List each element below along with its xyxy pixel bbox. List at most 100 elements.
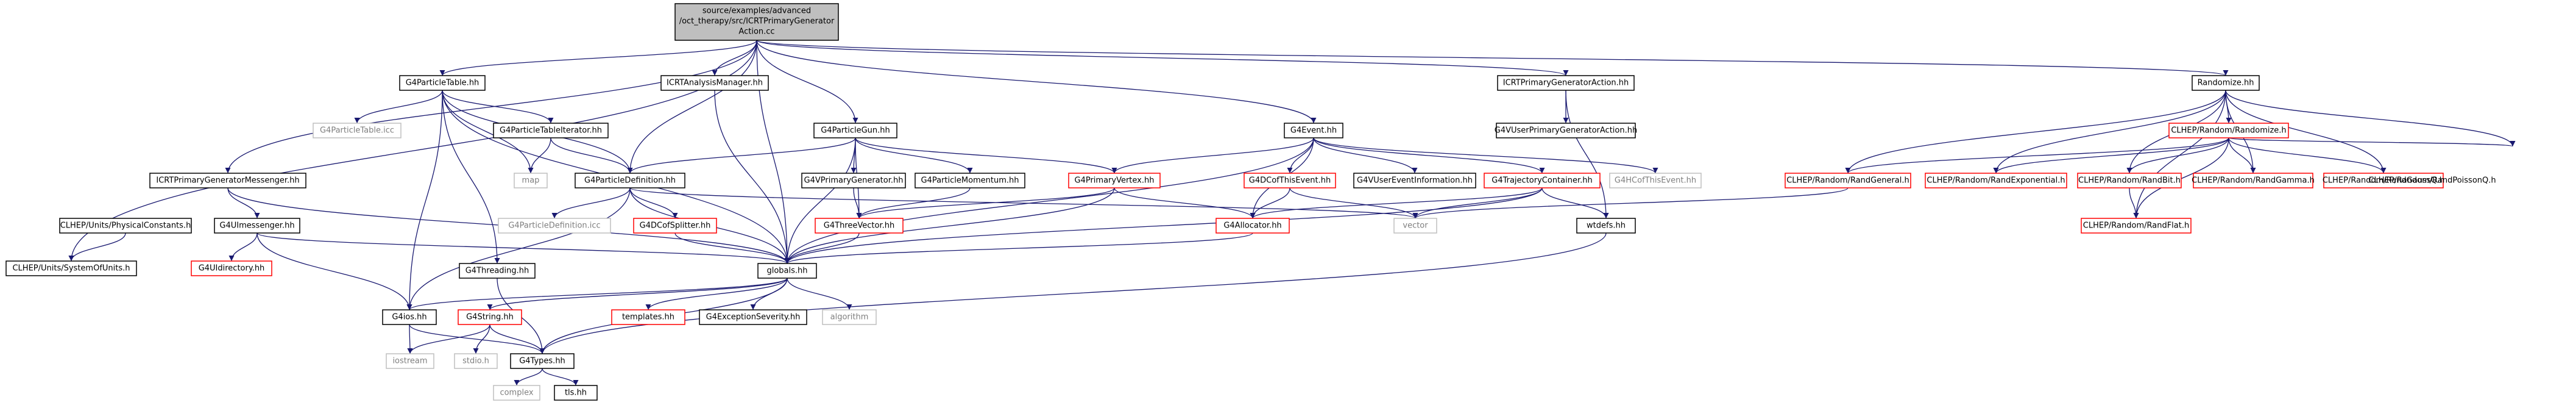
node-g4types-hh[interactable]: G4Types.hh (510, 353, 575, 369)
edge-root-file-node-to-g4event-hh (756, 40, 1317, 124)
svg-text:CLHEP/Random/RandBit.h: CLHEP/Random/RandBit.h (2078, 176, 2181, 185)
edge-globals-hh-to-algorithm (787, 278, 852, 310)
node-g4uimessenger-hh[interactable]: G4UImessenger.hh (214, 218, 300, 234)
node-globals-hh[interactable]: globals.hh (757, 263, 817, 279)
node-g4particletableiterator-hh[interactable]: G4ParticleTableIterator.hh (493, 123, 609, 138)
edge-g4particletable-hh-to-map (442, 90, 534, 174)
root-file-node[interactable]: source/examples/advanced /oct_therapy/sr… (674, 3, 839, 41)
edge-g4event-hh-to-g4trajectorycontainer-hh (1313, 137, 1545, 174)
node-clhep-physicalconstants-h[interactable]: CLHEP/Units/PhysicalConstants.h (59, 218, 192, 234)
node-iostream[interactable]: iostream (386, 353, 434, 369)
node-clhep-randexponential-h[interactable]: CLHEP/Random/RandExponential.h (1925, 173, 2067, 188)
node-clhep-randomize-h[interactable]: CLHEP/Random/Randomize.h (2168, 123, 2289, 138)
edge-g4string-hh-to-g4types-hh (489, 324, 545, 354)
node-stdio-h[interactable]: stdio.h (454, 353, 498, 369)
node-g4particledefinition-icc[interactable]: G4ParticleDefinition.icc (498, 218, 611, 234)
edge-clhep-randomize-h-to-clhep-randbit-h (2126, 137, 2229, 174)
node-g4event-hh[interactable]: G4Event.hh (1284, 123, 1343, 138)
svg-text:G4ParticleDefinition.hh: G4ParticleDefinition.hh (584, 176, 676, 185)
edge-root-file-node-to-g4particlegun-hh (756, 40, 858, 124)
edge-g4allocator-hh-to-globals-hh (784, 232, 1253, 264)
node-g4uidirectory-hh[interactable]: G4UIdirectory.hh (191, 260, 272, 276)
node-g4threevector-hh[interactable]: G4ThreeVector.hh (815, 218, 904, 234)
svg-text:G4DCofThisEvent.hh: G4DCofThisEvent.hh (1249, 176, 1331, 185)
svg-text:G4Allocator.hh: G4Allocator.hh (1223, 221, 1281, 231)
node-g4threading-hh[interactable]: G4Threading.hh (459, 263, 536, 279)
edge-g4ios-hh-to-g4types-hh (409, 324, 545, 354)
node-clhep-randflat-h[interactable]: CLHEP/Random/RandFlat.h (2081, 218, 2192, 234)
edge-root-file-node-to-icrtprimarygeneratormessenger-hh (225, 40, 757, 174)
edge-g4primaryvertex-hh-to-g4threevector-hh (856, 187, 1115, 219)
edge-g4event-hh-to-g4primaryvertex-hh (1111, 137, 1314, 174)
edge-randomize-hh-to-clhep-randexponential-h (1993, 90, 2226, 174)
node-clhep-randbit-h[interactable]: CLHEP/Random/RandBit.h (2077, 173, 2182, 188)
node-g4particletable-hh[interactable]: G4ParticleTable.hh (399, 75, 486, 91)
edge-clhep-randbit-h-to-clhep-randflat-h (2129, 187, 2139, 219)
node-g4particlegun-hh[interactable]: G4ParticleGun.hh (813, 123, 897, 138)
edge-g4dcofthisevent-hh-to-vector (1289, 187, 1418, 219)
node-g4primaryvertex-hh[interactable]: G4PrimaryVertex.hh (1068, 173, 1161, 188)
edge-g4particletableiterator-hh-to-g4particledefinition-hh (550, 137, 633, 174)
node-g4dcofsplitter-hh[interactable]: G4DCofSplitter.hh (633, 218, 717, 234)
svg-text:G4ParticleGun.hh: G4ParticleGun.hh (821, 126, 890, 135)
edge-wtdefs-hh-to-g4types-hh (539, 232, 1607, 354)
svg-text:G4VPrimaryGenerator.hh: G4VPrimaryGenerator.hh (804, 176, 904, 185)
node-clhep-randpoissonq-h[interactable]: CLHEP/Random/RandPoissonQ.h (2368, 176, 2496, 185)
node-icrtprimarygeneratoraction-hh[interactable]: ICRTPrimaryGeneratorAction.hh (1497, 75, 1635, 91)
edge-root-file-node-to-g4particledefinition-hh (627, 40, 757, 174)
node-g4vprimarygenerator-hh[interactable]: G4VPrimaryGenerator.hh (801, 173, 906, 188)
node-g4particlemomentum-hh[interactable]: G4ParticleMomentum.hh (915, 173, 1025, 188)
svg-text:templates.hh: templates.hh (622, 313, 674, 322)
node-g4ios-hh[interactable]: G4ios.hh (382, 309, 437, 325)
edge-g4particledefinition-hh-to-g4particledefinition-icc (551, 187, 631, 219)
node-g4hcofthisevent-hh[interactable]: G4HCofThisEvent.hh (1609, 173, 1702, 188)
edge-g4particlegun-hh-to-globals-hh (784, 137, 856, 264)
node-g4veventinformation-hh[interactable]: G4VUserEventInformation.hh (1353, 173, 1476, 188)
node-g4particletable-icc[interactable]: G4ParticleTable.icc (313, 123, 402, 138)
svg-text:G4VUserPrimaryGeneratorAction.: G4VUserPrimaryGeneratorAction.hh (1495, 126, 1637, 135)
node-g4string-hh[interactable]: G4String.hh (458, 309, 522, 325)
root-file-label-line3: Action.cc (738, 27, 774, 37)
node-g4trajectorycontainer-hh[interactable]: G4TrajectoryContainer.hh (1484, 173, 1601, 188)
node-clhep-randgaussq-h[interactable]: CLHEP/Random/RandGaussQ.h (2323, 173, 2444, 188)
node-clhep-randgeneral-h[interactable]: CLHEP/Random/RandGeneral.h (1785, 173, 1911, 188)
svg-text:map: map (522, 176, 540, 185)
node-clhep-randgamma-h[interactable]: CLHEP/Random/RandGamma.h (2192, 173, 2315, 188)
edge-icrtprimarygeneratoraction-hh-to-wtdefs-hh (1565, 90, 1609, 219)
svg-text:CLHEP/Random/RandFlat.h: CLHEP/Random/RandFlat.h (2083, 221, 2189, 231)
file-nodes: source/examples/advanced /oct_therapy/sr… (5, 3, 2496, 401)
svg-text:G4ThreeVector.hh: G4ThreeVector.hh (824, 221, 894, 231)
node-icrtprimarygeneratormessenger-hh[interactable]: ICRTPrimaryGeneratorMessenger.hh (149, 173, 306, 188)
node-g4vuserprimarygeneratoraction-hh[interactable]: G4VUserPrimaryGeneratorAction.hh (1495, 123, 1637, 138)
svg-text:G4ParticleTable.icc: G4ParticleTable.icc (320, 126, 394, 135)
edge-g4event-hh-to-g4dcofthisevent-hh (1287, 137, 1314, 174)
edge-g4particletable-hh-to-g4ios-hh (406, 90, 443, 310)
node-tls-hh[interactable]: tls.hh (554, 385, 598, 401)
node-algorithm[interactable]: algorithm (822, 309, 877, 325)
edge-g4primaryvertex-hh-to-globals-hh (784, 187, 1115, 264)
node-templates-hh[interactable]: templates.hh (611, 309, 685, 325)
node-clhep-systemofunits-h[interactable]: CLHEP/Units/SystemOfUnits.h (5, 260, 137, 276)
svg-text:G4ExceptionSeverity.hh: G4ExceptionSeverity.hh (706, 313, 801, 322)
node-vector[interactable]: vector (1393, 218, 1437, 234)
node-g4particledefinition-hh[interactable]: G4ParticleDefinition.hh (575, 173, 685, 188)
svg-text:G4TrajectoryContainer.hh: G4TrajectoryContainer.hh (1491, 176, 1592, 185)
edge-clhep-randomize-h-to-clhep-randpoissonq-h (2228, 137, 2515, 147)
node-g4dcofthisevent-hh[interactable]: G4DCofThisEvent.hh (1244, 173, 1336, 188)
node-map[interactable]: map (514, 173, 548, 188)
node-wtdefs-hh[interactable]: wtdefs.hh (1576, 218, 1636, 234)
node-complex[interactable]: complex (493, 385, 540, 401)
svg-text:G4PrimaryVertex.hh: G4PrimaryVertex.hh (1075, 176, 1155, 185)
svg-text:wtdefs.hh: wtdefs.hh (1587, 221, 1626, 231)
edge-icrtanalysismanager-hh-to-globals-hh (714, 90, 790, 264)
svg-text:G4Event.hh: G4Event.hh (1290, 126, 1337, 135)
node-g4allocator-hh[interactable]: G4Allocator.hh (1215, 218, 1290, 234)
edge-g4dcofsplitter-hh-to-globals-hh (674, 232, 790, 264)
svg-text:CLHEP/Units/PhysicalConstants.: CLHEP/Units/PhysicalConstants.h (60, 221, 191, 231)
node-g4exceptionseverity-hh[interactable]: G4ExceptionSeverity.hh (699, 309, 807, 325)
svg-text:G4UImessenger.hh: G4UImessenger.hh (219, 221, 294, 231)
svg-text:CLHEP/Units/SystemOfUnits.h: CLHEP/Units/SystemOfUnits.h (12, 264, 130, 273)
node-randomize-hh[interactable]: Randomize.hh (2192, 75, 2260, 91)
node-icrtanalysismanager-hh[interactable]: ICRTAnalysisManager.hh (660, 75, 769, 91)
